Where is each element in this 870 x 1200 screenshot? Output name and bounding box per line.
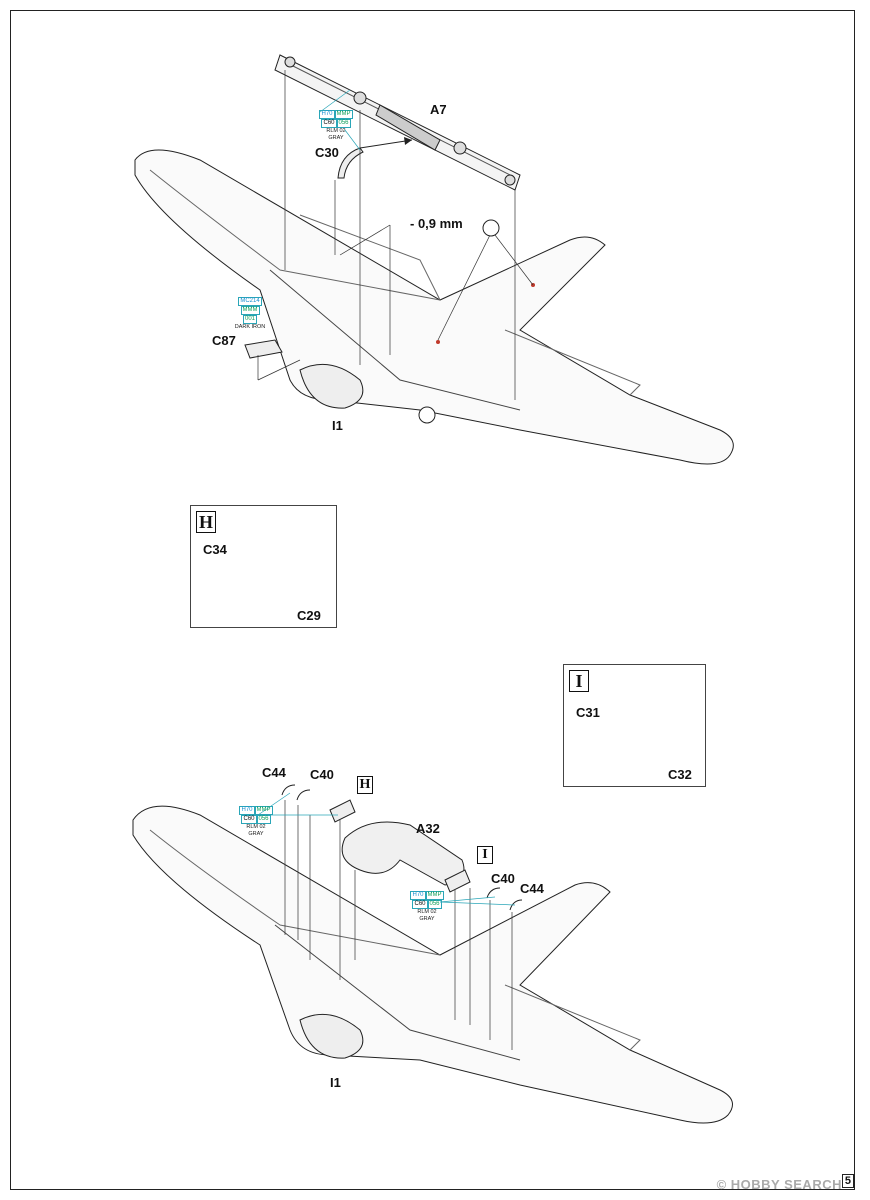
paint-name-1: RLM 02 xyxy=(417,909,437,915)
marker-h: H xyxy=(357,776,373,794)
paint-code-c: C60 xyxy=(321,119,337,128)
paint-name-2: GRAY xyxy=(419,916,435,922)
paint-name-1: RLM 02 xyxy=(246,824,266,830)
part-label-c32: C32 xyxy=(668,767,692,782)
wing-top-drawing xyxy=(134,149,734,465)
drill-symbol-top xyxy=(482,219,500,237)
paint-code-h: H70 xyxy=(410,891,426,900)
detail-i-letter: I xyxy=(569,670,589,692)
page-frame xyxy=(10,10,855,1190)
page-number: 5 xyxy=(841,1174,854,1188)
paint-callout-c87: MC214 MMM 001 DARK IRON xyxy=(230,297,270,331)
wing-bottom-drawing xyxy=(132,805,733,1124)
part-a32-drawing xyxy=(341,821,465,886)
paint-name: DARK IRON xyxy=(234,324,266,330)
part-label-c44-right: C44 xyxy=(520,881,544,896)
drill-symbol-bottom xyxy=(418,406,436,424)
paint-name-2: GRAY xyxy=(248,831,264,837)
part-label-c29: C29 xyxy=(297,608,321,623)
paint-callout-c30: H70 MMP C60 056 RLM 02 GRAY xyxy=(316,110,356,142)
part-c87-drawing xyxy=(244,339,283,359)
paint-code-mmp: MMP xyxy=(334,110,353,119)
part-label-c40-left: C40 xyxy=(310,767,334,782)
part-c44-right-drawing xyxy=(509,899,523,911)
part-label-c44-left: C44 xyxy=(262,765,286,780)
part-label-c87: C87 xyxy=(212,333,236,348)
part-a7-drawing xyxy=(274,54,521,191)
part-label-i1-top: I1 xyxy=(332,418,343,433)
paint-callout-left: H70 MMP C60 056 RLM 02 GRAY xyxy=(236,806,276,838)
paint-code-mmp: MMP xyxy=(254,806,273,815)
part-label-c40-right: C40 xyxy=(491,871,515,886)
paint-code-c: C60 xyxy=(241,815,257,824)
paint-code-num: 001 xyxy=(242,315,257,324)
paint-code-c: C60 xyxy=(412,900,428,909)
part-label-c30: C30 xyxy=(315,145,339,160)
detail-h-letter: H xyxy=(196,511,216,533)
marker-i: I xyxy=(477,846,493,864)
paint-callout-right: H70 MMP C60 056 RLM 02 GRAY xyxy=(407,891,447,923)
part-label-i1-bottom: I1 xyxy=(330,1075,341,1090)
part-label-a32: A32 xyxy=(416,821,440,836)
part-label-c34: C34 xyxy=(203,542,227,557)
paint-code-h: H70 xyxy=(319,110,335,119)
part-c40-left-drawing xyxy=(296,789,311,801)
part-c44-left-drawing xyxy=(281,784,296,796)
part-label-a7: A7 xyxy=(430,102,447,117)
part-i-bracket-drawing xyxy=(444,869,471,893)
paint-code-mmm: MMM xyxy=(240,306,260,315)
paint-code-num: 056 xyxy=(256,815,271,824)
part-c30-drawing xyxy=(337,147,364,179)
paint-code-h: H70 xyxy=(239,806,255,815)
paint-code-num: 056 xyxy=(336,119,351,128)
paint-name-2: GRAY xyxy=(328,135,344,141)
part-c40-right-drawing xyxy=(486,887,501,899)
drill-size-label: - 0,9 mm xyxy=(410,216,463,231)
part-label-c31: C31 xyxy=(576,705,600,720)
paint-code-mc: MC214 xyxy=(238,297,262,306)
part-h-bracket-drawing xyxy=(329,799,356,823)
paint-code-mmp: MMP xyxy=(425,891,444,900)
paint-name-1: RLM 02 xyxy=(326,128,346,134)
watermark: © HOBBY SEARCH xyxy=(716,1177,842,1192)
paint-code-num: 056 xyxy=(427,900,442,909)
